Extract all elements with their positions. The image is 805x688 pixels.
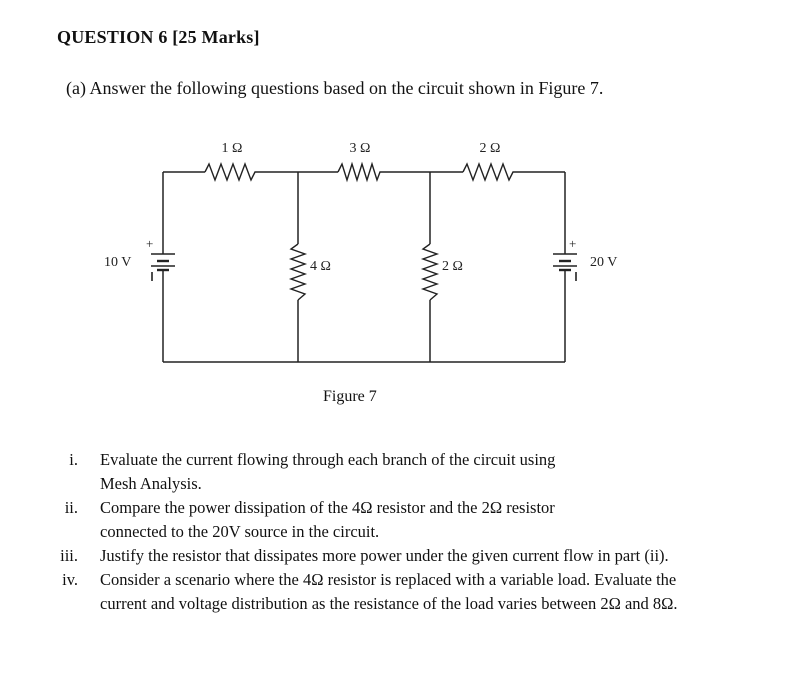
question-number: i.	[69, 450, 78, 469]
question-line: connected to the 20V source in the circu…	[100, 522, 380, 541]
part-a-instruction: (a) Answer the following questions based…	[66, 78, 604, 98]
circuit-wires	[162, 171, 566, 363]
resistor-2ohm-top	[462, 162, 517, 182]
plus-sign-right: +	[569, 236, 576, 251]
question-number: iii.	[60, 546, 78, 565]
figure-caption: Figure 7	[323, 388, 377, 405]
battery-20v	[553, 253, 577, 281]
label-r2-middle: 2 Ω	[442, 259, 463, 274]
question-text: Justify the resistor that dissipates mor…	[100, 544, 750, 568]
question-heading: QUESTION 6 [25 Marks]	[57, 27, 260, 47]
battery-10v	[151, 253, 175, 281]
question-line: Compare the power dissipation of the 4Ω …	[100, 498, 555, 517]
question-text: Evaluate the current flowing through eac…	[100, 448, 750, 496]
question-line: Mesh Analysis.	[100, 474, 202, 493]
resistor-1ohm	[204, 162, 259, 182]
label-10v: 10 V	[104, 255, 131, 270]
label-r2-top: 2 Ω	[480, 141, 501, 156]
label-r3: 3 Ω	[350, 141, 371, 156]
question-text: Consider a scenario where the 4Ω resisto…	[100, 568, 750, 616]
plus-sign-left: +	[146, 236, 153, 251]
resistor-2ohm-middle	[420, 243, 440, 301]
question-text: Compare the power dissipation of the 4Ω …	[100, 496, 750, 544]
question-line: Consider a scenario where the 4Ω resisto…	[100, 570, 677, 589]
question-line: Justify the resistor that dissipates mor…	[100, 546, 669, 565]
question-line: current and voltage distribution as the …	[100, 594, 678, 613]
resistor-3ohm	[337, 161, 382, 183]
label-r1: 1 Ω	[222, 141, 243, 156]
question-number: ii.	[64, 498, 78, 517]
label-20v: 20 V	[590, 255, 617, 270]
resistor-4ohm	[288, 243, 308, 301]
label-r4: 4 Ω	[310, 259, 331, 274]
question-number: iv.	[62, 570, 78, 589]
question-line: Evaluate the current flowing through eac…	[100, 450, 556, 469]
